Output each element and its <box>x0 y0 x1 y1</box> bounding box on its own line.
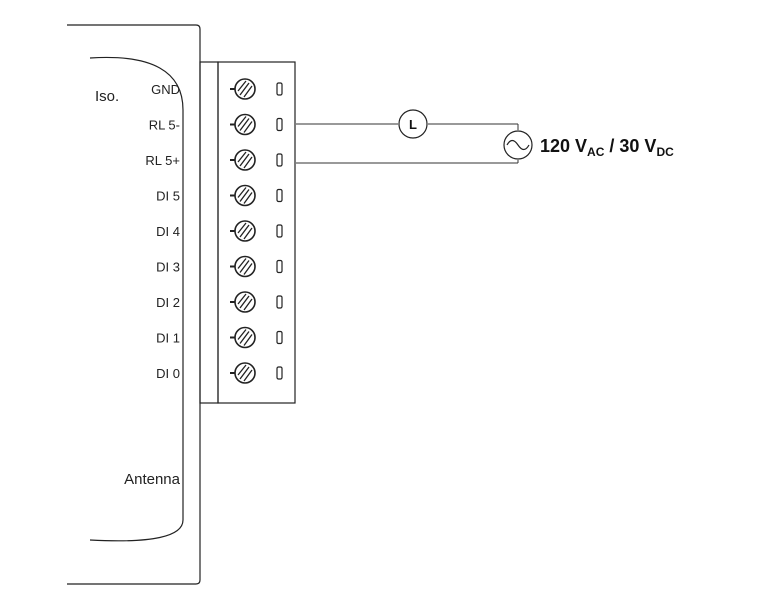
supply-ac-sub: AC <box>587 145 605 159</box>
terminal-block <box>218 62 295 403</box>
terminal-block-mount <box>200 62 218 403</box>
wire-entry-slot <box>277 225 282 237</box>
pin-label-di-0: DI 0 <box>156 366 180 381</box>
wire-entry-slot <box>277 190 282 202</box>
supply-rating: 120 VAC / 30 VDC <box>540 136 674 159</box>
load-label: L <box>409 117 417 132</box>
load-symbol: L <box>399 110 427 138</box>
module-housing <box>67 25 200 584</box>
screw-terminals <box>230 79 282 383</box>
pin-label-di-3: DI 3 <box>156 260 180 275</box>
screw-terminal <box>230 363 282 383</box>
pin-label-di-4: DI 4 <box>156 224 180 239</box>
wire-entry-slot <box>277 154 282 166</box>
antenna-label: Antenna <box>124 471 181 488</box>
screw-terminal <box>230 115 282 135</box>
supply-dc-value: 30 V <box>619 136 656 156</box>
wire-entry-slot <box>277 367 282 379</box>
pin-labels: GND RL 5- RL 5+ DI 5 DI 4 DI 3 DI 2 DI 1 DI 0 <box>145 82 180 381</box>
pin-label-di-1: DI 1 <box>156 331 180 346</box>
screw-terminal <box>230 292 282 312</box>
screw-terminal <box>230 79 282 99</box>
supply-dc-sub: DC <box>656 145 674 159</box>
pin-label-rl-5: RL 5- <box>149 118 180 133</box>
screw-terminal <box>230 150 282 170</box>
ac-source-icon <box>504 131 532 159</box>
wire-entry-slot <box>277 119 282 131</box>
screw-terminal <box>230 221 282 241</box>
wire-entry-slot <box>277 261 282 273</box>
pin-label-gnd: GND <box>151 82 180 97</box>
pin-label-rl-5: RL 5+ <box>145 153 180 168</box>
screw-terminal <box>230 186 282 206</box>
wire-entry-slot <box>277 332 282 344</box>
pin-label-di-5: DI 5 <box>156 189 180 204</box>
screw-terminal <box>230 328 282 348</box>
supply-ac-value: 120 V <box>540 136 587 156</box>
screw-terminal <box>230 257 282 277</box>
supply-separator: / <box>604 136 619 156</box>
wire-entry-slot <box>277 83 282 95</box>
pin-label-di-2: DI 2 <box>156 295 180 310</box>
iso-label: Iso. <box>95 88 119 105</box>
wire-entry-slot <box>277 296 282 308</box>
